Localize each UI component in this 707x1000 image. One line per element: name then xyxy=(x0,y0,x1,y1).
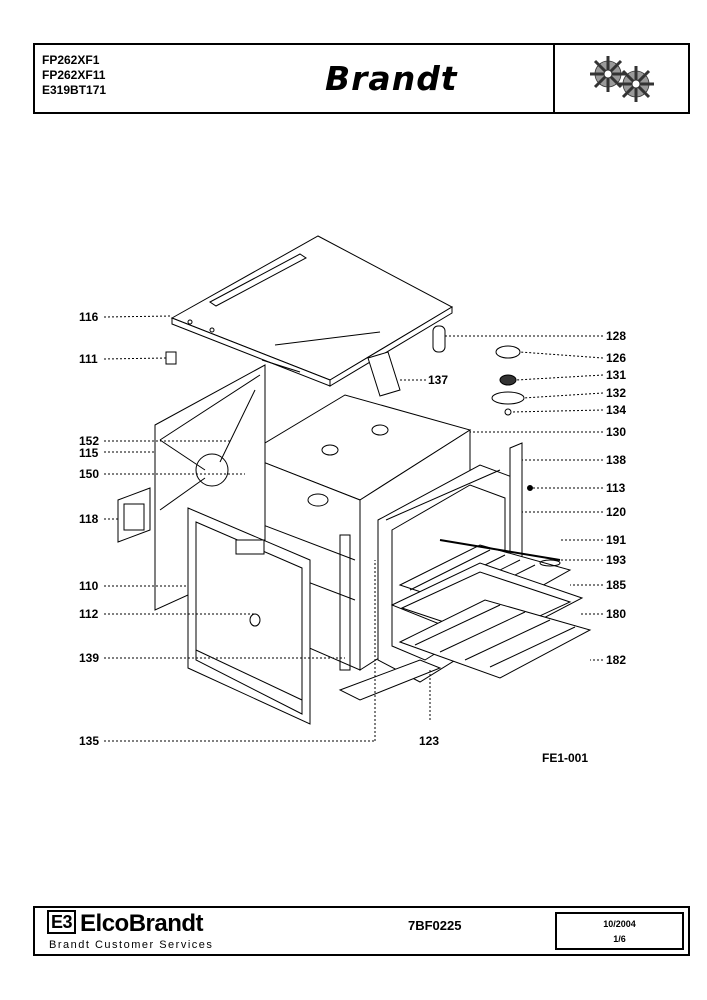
callout-label: 193 xyxy=(606,553,627,567)
clip-part xyxy=(165,351,177,365)
knob-bush-part xyxy=(499,374,517,386)
top-panel-part xyxy=(170,235,454,387)
callout-label: 123 xyxy=(419,734,440,748)
callout-label: 130 xyxy=(606,425,627,439)
document-number: 7BF0225 xyxy=(408,918,462,933)
screw-part xyxy=(527,485,533,491)
model-number: FP262XF11 xyxy=(42,68,106,82)
callout-label: 180 xyxy=(606,607,627,621)
callout-label: 131 xyxy=(606,368,627,382)
rear-cover-part xyxy=(117,487,151,543)
knob-shaft-part xyxy=(432,325,446,353)
model-list: FP262XF1 FP262XF11 E319BT171 xyxy=(42,53,106,98)
callout-label: 191 xyxy=(606,533,627,547)
spit-part xyxy=(439,539,561,561)
knob-base-part xyxy=(491,391,525,405)
figure-code: FE1-001 xyxy=(542,751,589,765)
bracket-part xyxy=(367,351,401,397)
brand-logo: Brandt xyxy=(325,59,458,98)
callout-label: 135 xyxy=(79,734,100,748)
callout-label: 116 xyxy=(79,310,99,324)
spit-handle-part xyxy=(539,559,561,567)
callout-label: 115 xyxy=(79,446,99,460)
gears-logo-icon xyxy=(590,56,654,102)
date-page-box: 10/2004 1/6 xyxy=(555,912,684,950)
callout-label: 110 xyxy=(79,579,99,593)
callout-label: 112 xyxy=(79,607,99,621)
base-part xyxy=(338,659,442,701)
callout-label: 138 xyxy=(606,453,627,467)
knob-part xyxy=(495,345,521,359)
header-divider xyxy=(553,45,555,112)
company-name: ElcoBrandt xyxy=(80,910,204,937)
callout-label: 113 xyxy=(606,481,626,495)
hinge-rail-part xyxy=(339,534,351,671)
model-number: E319BT171 xyxy=(42,83,107,97)
callout-label: 120 xyxy=(606,505,627,519)
callout-label: 182 xyxy=(606,653,627,667)
oven-door-part xyxy=(187,507,311,725)
callout-label: 152 xyxy=(79,434,100,448)
callout-label: 150 xyxy=(79,467,100,481)
header-box: FP262XF1 FP262XF11 E319BT171 Brandt xyxy=(33,43,690,114)
callout-label: 137 xyxy=(428,373,449,387)
oven-rack-part xyxy=(398,599,592,679)
callout-label: 111 xyxy=(79,352,98,366)
page-number: 1/6 xyxy=(613,934,626,944)
document-date: 10/2004 xyxy=(603,919,636,929)
knob-screw-part xyxy=(504,408,512,416)
callout-label: 134 xyxy=(606,403,627,417)
model-number: FP262XF1 xyxy=(42,53,100,67)
company-subtitle: Brandt Customer Services xyxy=(49,939,214,951)
callout-label: 126 xyxy=(606,351,627,365)
callout-label: 118 xyxy=(79,512,99,526)
callout-label: 185 xyxy=(606,578,627,592)
callout-label: 128 xyxy=(606,329,627,343)
elcobrandt-mark-icon: E3 xyxy=(47,910,77,934)
callout-label: 139 xyxy=(79,651,100,665)
callout-label: 132 xyxy=(606,386,627,400)
